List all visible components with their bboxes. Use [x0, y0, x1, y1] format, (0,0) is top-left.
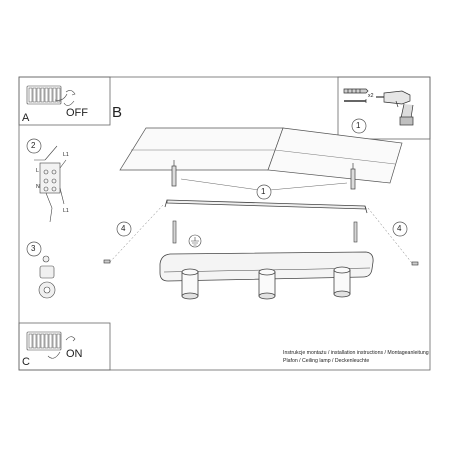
step-1-label-center: 1: [261, 187, 266, 196]
step-1-center-marker: [256, 184, 272, 200]
step-circles: [26, 118, 408, 257]
ground-icon: [188, 234, 202, 248]
wiring-diagram: [34, 145, 67, 223]
ceiling-panels: [119, 127, 403, 184]
wire-label-l1-top: L1: [63, 152, 69, 158]
tools-box: [337, 76, 431, 140]
side-screw-right-icon: [411, 261, 419, 266]
step-1-label-tools: 1: [356, 121, 361, 130]
step-3-label: 3: [31, 244, 36, 253]
step-2-label: 2: [31, 141, 36, 150]
drill-icon: [376, 90, 414, 126]
mounting-bracket: [164, 199, 368, 214]
wire-label-l: L: [36, 168, 39, 174]
wire-label-l1-bottom: L1: [63, 208, 69, 214]
connector-icon: [38, 255, 56, 299]
caption-line-1: Instrukcje montażu / installation instru…: [283, 350, 429, 356]
step-4-label-left: 4: [121, 224, 126, 233]
step-4-guides: [109, 204, 413, 264]
ceiling-screw-right: [350, 163, 356, 190]
wire-label-n: N: [36, 184, 40, 190]
panel-c-letter: C: [22, 356, 30, 368]
step-1-callouts: [180, 178, 348, 191]
breaker-box-off: [26, 85, 76, 106]
caption-line-2: Plafon / Ceiling lamp / Deckenleuchte: [283, 358, 370, 364]
tools-quantity: x2: [368, 93, 374, 99]
panel-a-box: [18, 76, 111, 126]
panel-a-state: OFF: [66, 107, 88, 119]
ceiling-screw-left: [171, 160, 177, 187]
spotlight-middle: [258, 268, 276, 300]
spotlight-left: [181, 268, 199, 300]
side-screw-left-icon: [103, 259, 111, 264]
bracket-screw-right: [353, 221, 358, 243]
step-4-label-right: 4: [397, 224, 402, 233]
panel-b-letter: B: [112, 104, 123, 121]
bracket-screw-left: [172, 220, 177, 244]
wall-anchor-icon: [343, 88, 369, 94]
spotlight-right: [333, 266, 351, 298]
screw-icon: [344, 99, 367, 103]
panel-a-letter: A: [22, 112, 30, 124]
panel-c-box: [18, 322, 111, 371]
panel-c-state: ON: [66, 348, 83, 360]
outer-frame: [18, 76, 431, 371]
breaker-box-on: [26, 331, 76, 359]
